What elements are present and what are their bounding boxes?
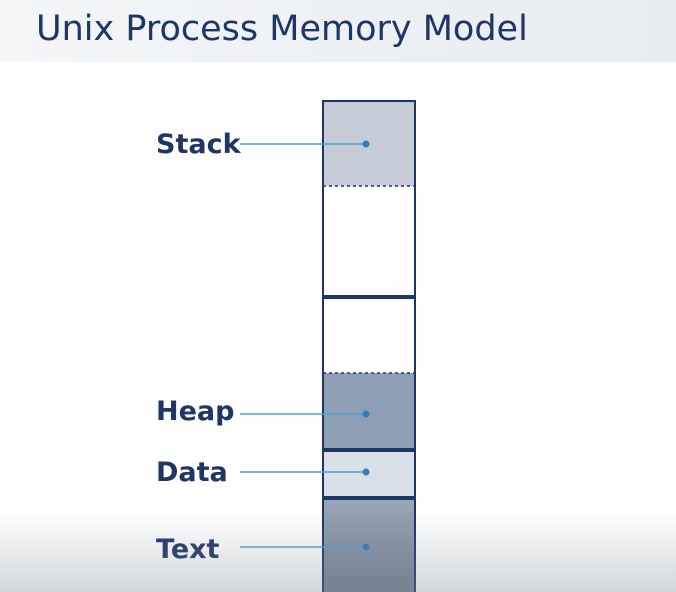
stack-label: Stack (156, 129, 242, 160)
title-bar: Unix Process Memory Model (0, 0, 676, 62)
column-outline (322, 100, 416, 592)
stack-leader-dot (362, 140, 370, 148)
heap-label: Heap (156, 396, 234, 427)
data-leader-dot (362, 468, 370, 476)
slide-title: Unix Process Memory Model (36, 9, 528, 49)
heap-leader-dot (362, 410, 370, 418)
data-segment (323, 451, 415, 497)
free-space-lower (323, 298, 415, 373)
text-label: Text (156, 534, 220, 565)
text-leader-dot (362, 543, 370, 551)
free-space-upper (323, 186, 415, 296)
data-label: Data (156, 457, 228, 488)
heap-segment (323, 373, 415, 449)
